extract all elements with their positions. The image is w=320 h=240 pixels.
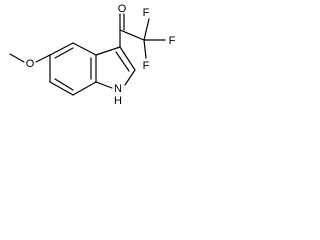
atom-n: N [114, 83, 122, 95]
bond-cf3-f-top [143, 18, 150, 41]
bond-c3a-c3 [95, 46, 121, 56]
bond-c5-c4-inner [54, 47, 74, 59]
bond-c2-c3-inner [115, 51, 130, 72]
atom-o-methoxy: O [26, 58, 35, 70]
atom-f-bottom: F [143, 60, 150, 72]
chemical-structure: O O F F F N H [0, 0, 197, 131]
bond-c7a-c7 [72, 81, 97, 96]
bond-c2-n1 [124, 69, 136, 86]
bond-c5-c4 [49, 42, 74, 56]
bond-c3-c2 [119, 46, 136, 71]
bond-methyl-o [9, 53, 25, 63]
atom-f-top: F [143, 7, 150, 19]
atom-f-right: F [169, 35, 176, 47]
bond-cf3-f-bottom [143, 39, 147, 59]
bond-c4-c3a [72, 42, 97, 56]
bond-c7-c6 [49, 81, 74, 96]
bond-c7-c6-inner [54, 78, 74, 91]
atom-o-carbonyl: O [118, 3, 127, 15]
atom-h-on-n: H [114, 95, 122, 107]
bond-n1-c7a [95, 81, 113, 89]
bond-carbonyl-cf3 [119, 29, 145, 41]
bond-o-c5 [35, 54, 51, 63]
background [0, 0, 197, 131]
